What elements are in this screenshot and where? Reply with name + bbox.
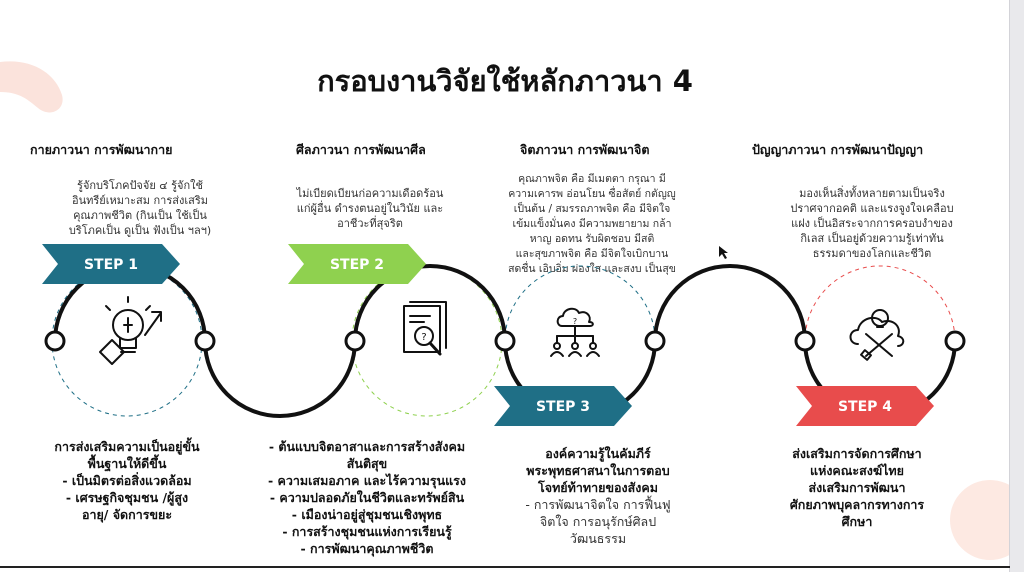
slide-bottom-edge [0, 566, 1010, 568]
svg-text:?: ? [573, 317, 577, 326]
lightbulb-growth-icon [99, 296, 162, 365]
step-4-arrow: STEP 4 [796, 386, 934, 426]
node-3 [344, 330, 366, 352]
page-title: กรอบงานวิจัยใช้หลักภาวนา 4 [317, 64, 693, 98]
phase-heading-2: ศีลภาวนา การพัฒนาศีล [296, 142, 426, 157]
pink-arrow-deco [0, 61, 63, 113]
phase-description-3: คุณภาพจิต คือ มีเมตตา กรุณา มีความเคารพ … [508, 173, 676, 275]
phase-outcome-1: การส่งเสริมความเป็นอยู่ขั้นพื้นฐานให้ดีข… [54, 439, 200, 522]
step-2-arrow: STEP 2 [288, 244, 426, 284]
node-4 [494, 330, 516, 352]
node-6 [794, 330, 816, 352]
phase-outcome-3: องค์ความรู้ในคัมภีร์พระพุทธศาสนาในการตอบ… [525, 446, 671, 546]
phase-outcome-2: - ต้นแบบจิตอาสาและการสร้างสังคมสันติสุข-… [267, 439, 466, 556]
node-2 [194, 330, 216, 352]
mouse-cursor-icon [719, 246, 728, 259]
node-1 [44, 330, 66, 352]
phase-description-2: ไม่เบียดเบียนก่อความเดือดร้อนแก่ผู้อื่น … [296, 187, 444, 230]
svg-text:?: ? [421, 332, 426, 343]
step-4-label: STEP 4 [838, 399, 892, 415]
scrollbar-track[interactable] [1009, 0, 1024, 572]
node-7 [944, 330, 966, 352]
pink-blob-deco [950, 480, 1024, 560]
step-3-arrow: STEP 3 [494, 386, 632, 426]
step-3-label: STEP 3 [536, 399, 590, 415]
phase-description-4: มองเห็นสิ่งทั้งหลายตามเป็นจริงปราศจากอคต… [790, 187, 954, 260]
cloud-network-icon: ? [550, 307, 600, 357]
idea-tools-icon [849, 309, 905, 361]
phase-heading-1: กายภาวนา การพัฒนากาย [30, 142, 173, 157]
phase-heading-4: ปัญญาภาวนา การพัฒนาปัญญา [752, 142, 924, 157]
step-1-label: STEP 1 [84, 257, 138, 273]
phase-outcome-4: ส่งเสริมการจัดการศึกษาแห่งคณะสงฆ์ไทยส่งเ… [789, 446, 925, 529]
step-1-arrow: STEP 1 [42, 244, 180, 284]
phase-heading-3: จิตภาวนา การพัฒนาจิต [520, 142, 650, 157]
step-2-label: STEP 2 [330, 257, 384, 273]
document-search-icon: ? [403, 301, 447, 356]
node-5 [644, 330, 666, 352]
phase-description-1: รู้จักบริโภคปัจจัย ๔ รู้จักใช้อินทรีย์เห… [68, 179, 212, 237]
